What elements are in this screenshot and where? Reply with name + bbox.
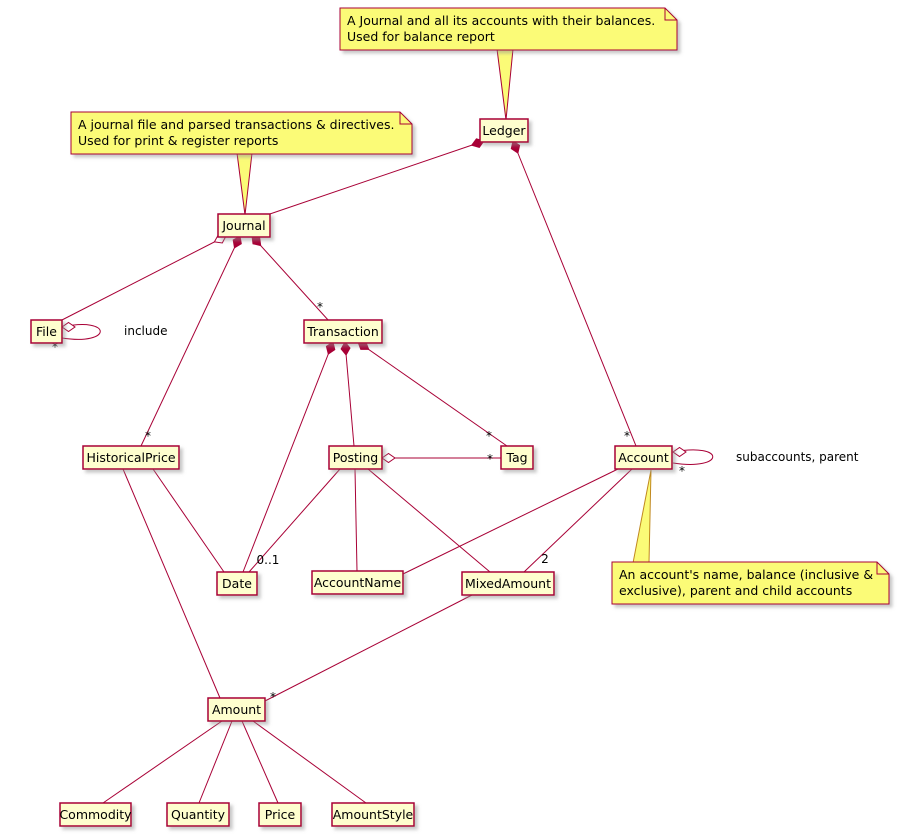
class-name-label: Quantity bbox=[171, 807, 226, 822]
multiplicity-label: * bbox=[679, 464, 685, 478]
self-loop-account-subaccounts: subaccounts, parent * bbox=[672, 446, 859, 478]
class-node-journal: Journal bbox=[217, 213, 271, 238]
edge-amount-price bbox=[241, 720, 279, 804]
class-name-label: File bbox=[36, 324, 57, 339]
note-text-line: Used for balance report bbox=[347, 29, 495, 44]
composition-diamond-icon bbox=[325, 341, 336, 355]
edge-transaction-date bbox=[242, 341, 336, 573]
class-name-label: AccountName bbox=[314, 575, 402, 590]
edge-historicalprice-amount bbox=[122, 468, 221, 699]
class-node-file: File bbox=[30, 319, 63, 344]
edge-amount-quantity bbox=[198, 720, 233, 804]
note-text-line: An account's name, balance (inclusive & bbox=[619, 567, 873, 582]
multiplicity-label: * bbox=[145, 429, 151, 443]
multiplicity-label: * bbox=[487, 452, 493, 466]
aggregation-diamond-icon bbox=[672, 446, 687, 458]
class-node-date: Date bbox=[216, 571, 258, 596]
class-name-label: Commodity bbox=[59, 807, 132, 822]
class-node-posting: Posting bbox=[328, 445, 383, 470]
class-node-ledger: Ledger bbox=[479, 118, 529, 143]
notes-layer: A Journal and all its accounts with thei… bbox=[70, 7, 890, 605]
multiplicity-label: 0..1 bbox=[257, 553, 280, 567]
multiplicity-label: * bbox=[624, 429, 630, 443]
edge-journal-historicalprice: * bbox=[140, 235, 242, 447]
class-name-label: Date bbox=[222, 576, 252, 591]
edge-posting-accountname bbox=[354, 468, 358, 572]
class-node-quantity: Quantity bbox=[166, 802, 230, 827]
aggregation-diamond-icon bbox=[61, 321, 76, 333]
class-node-price: Price bbox=[258, 802, 302, 827]
note-fold-icon bbox=[664, 8, 677, 21]
multiplicity-label: * bbox=[486, 429, 492, 443]
class-node-accountname: AccountName bbox=[311, 570, 404, 595]
class-node-historicalprice: HistoricalPrice bbox=[82, 445, 180, 470]
edge-posting-date: 0..1 bbox=[248, 468, 341, 573]
class-name-label: Price bbox=[265, 807, 296, 822]
edge-account-accountname bbox=[402, 468, 619, 575]
edge-ledger-account: * bbox=[510, 140, 637, 447]
edge-historicalprice-date bbox=[152, 468, 225, 573]
edge-posting-tag: * bbox=[381, 452, 501, 466]
class-name-label: HistoricalPrice bbox=[86, 450, 175, 465]
class-name-label: MixedAmount bbox=[465, 576, 551, 591]
multiplicity-label: include bbox=[124, 324, 167, 338]
class-name-label: Tag bbox=[505, 450, 527, 465]
note-ledger: A Journal and all its accounts with thei… bbox=[339, 7, 678, 51]
composition-diamond-icon bbox=[340, 341, 351, 356]
class-name-label: Journal bbox=[221, 218, 265, 233]
multiplicity-label: subaccounts, parent bbox=[736, 450, 859, 464]
class-node-amountstyle: AmountStyle bbox=[331, 802, 415, 827]
class-node-transaction: Transaction bbox=[303, 319, 383, 344]
note-fold-icon bbox=[399, 112, 412, 125]
edges-layer: * * * * * 0..1 2 * include * subaccounts, parent * bbox=[52, 138, 859, 804]
class-node-mixedamount: MixedAmount bbox=[461, 571, 555, 596]
note-text-line: exclusive), parent and child accounts bbox=[619, 583, 852, 598]
class-name-label: Posting bbox=[333, 450, 378, 465]
note-tails-layer bbox=[236, 48, 652, 564]
note-text-line: A journal file and parsed transactions &… bbox=[78, 117, 394, 132]
edge-account-mixedamount: 2 bbox=[523, 468, 633, 573]
edge-posting-mixedamount bbox=[367, 468, 491, 573]
aggregation-diamond-icon bbox=[381, 452, 396, 464]
class-node-account: Account bbox=[614, 445, 673, 470]
edge-amount-commodity bbox=[102, 720, 223, 804]
note-text-line: A Journal and all its accounts with thei… bbox=[347, 13, 655, 28]
class-node-tag: Tag bbox=[500, 445, 534, 470]
composition-diamond-icon bbox=[510, 140, 521, 154]
class-name-label: Ledger bbox=[482, 123, 526, 138]
note-journal: A journal file and parsed transactions &… bbox=[70, 111, 413, 155]
multiplicity-label: 2 bbox=[541, 552, 549, 566]
composition-diamond-icon bbox=[232, 235, 242, 249]
self-loop-file-include: include * bbox=[52, 321, 167, 354]
multiplicity-label: * bbox=[270, 690, 276, 704]
class-name-label: Transaction bbox=[306, 324, 379, 339]
note-fold-icon bbox=[876, 562, 889, 575]
multiplicity-label: * bbox=[317, 300, 323, 314]
class-name-label: Account bbox=[618, 450, 669, 465]
edge-mixedamount-amount: * bbox=[264, 594, 473, 704]
note-text-line: Used for print & register reports bbox=[78, 133, 278, 148]
edge-transaction-posting bbox=[340, 341, 355, 447]
class-node-commodity: Commodity bbox=[59, 802, 132, 827]
multiplicity-label: * bbox=[52, 340, 58, 354]
note-account: An account's name, balance (inclusive &e… bbox=[611, 561, 890, 605]
class-name-label: AmountStyle bbox=[333, 807, 414, 822]
edge-amount-amountstyle bbox=[252, 720, 367, 804]
class-name-label: Amount bbox=[212, 702, 261, 717]
class-node-amount: Amount bbox=[207, 697, 266, 722]
